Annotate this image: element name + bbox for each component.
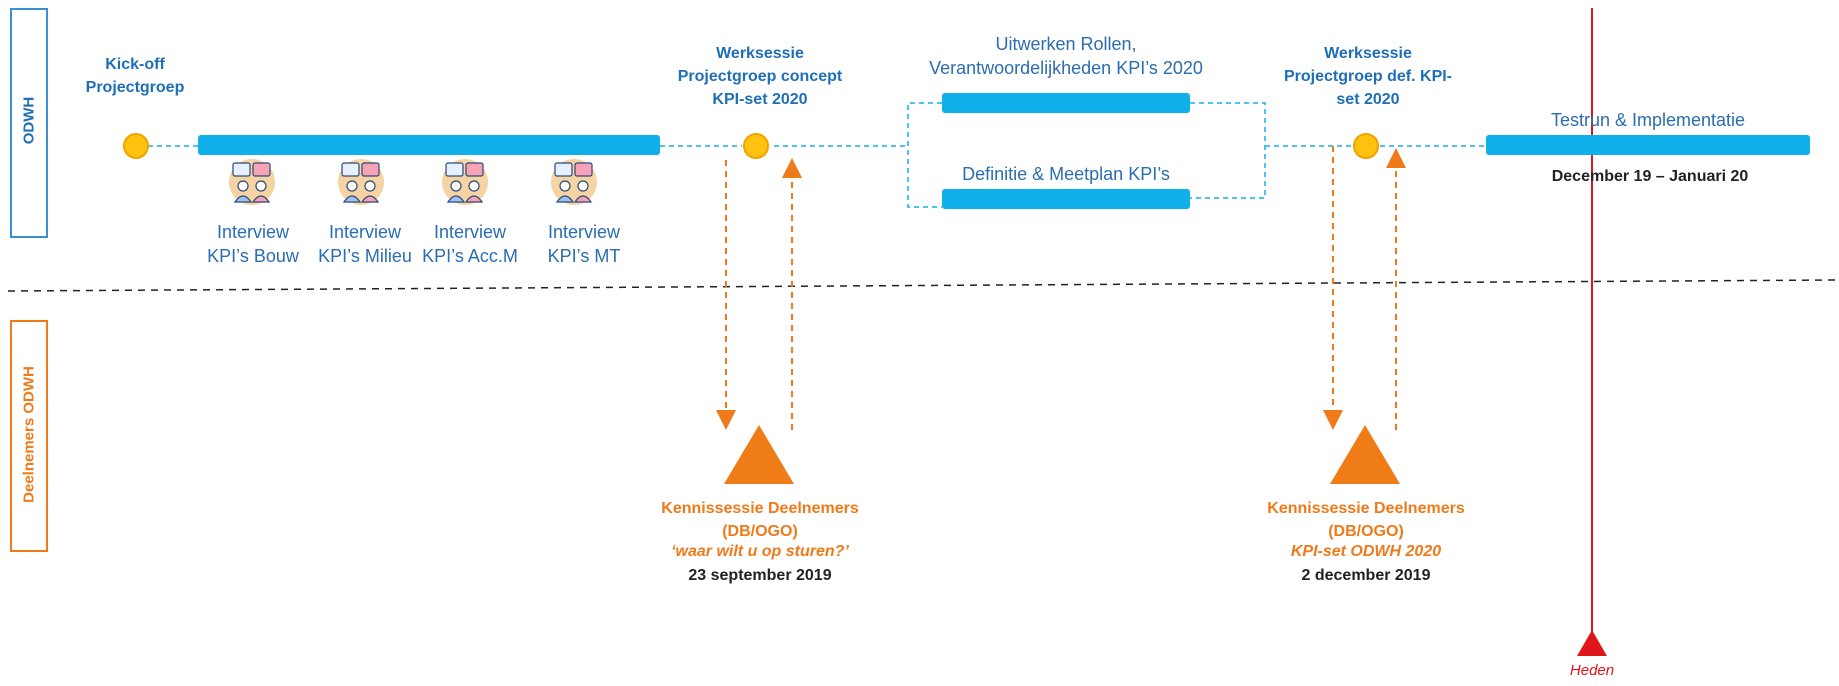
label-line: KPI’s Milieu <box>318 246 412 266</box>
kennissessie-sub: (DB/OGO) <box>1328 523 1404 540</box>
bar-rollen <box>942 93 1190 113</box>
label-line: set 2020 <box>1336 91 1400 108</box>
label-line: Interview <box>547 222 621 242</box>
milestone-kickoff <box>123 133 149 159</box>
label-line: Interview <box>328 222 402 242</box>
task-rollen-label: Uitwerken Rollen, Verantwoordelijkheden … <box>880 32 1252 80</box>
task-testrun-label: Testrun & Implementatie <box>1550 110 1746 130</box>
label-line: KPI’s Acc.M <box>422 246 518 266</box>
label-line: Werksessie <box>1324 45 1412 62</box>
milestone-werksessie-1-label: Werksessie Projectgroep concept KPI-set … <box>650 42 870 111</box>
kennissessie-title: Kennissessie Deelnemers <box>1267 500 1465 517</box>
lane-deelnemers-box <box>10 320 48 552</box>
lane-odwh-box <box>10 8 48 238</box>
kennissessie-theme: ‘waar wilt u op sturen?’ <box>671 543 849 560</box>
label-line: KPI’s Bouw <box>207 246 299 266</box>
interview-icon <box>551 159 597 205</box>
label-line: Interview <box>433 222 507 242</box>
interview-icon <box>338 159 384 205</box>
milestone-werksessie-1 <box>743 133 769 159</box>
milestone-werksessie-2 <box>1353 133 1379 159</box>
kennissessie-triangle-2 <box>1330 425 1400 484</box>
bar-interviews <box>198 135 660 155</box>
bar-definitie <box>942 189 1190 209</box>
task-definitie-label: Definitie & Meetplan KPI’s <box>962 164 1170 184</box>
interview-label: Interview KPI’s Bouw <box>193 220 313 268</box>
label-line: Uitwerken Rollen, <box>995 34 1137 54</box>
kennissessie-date: 23 september 2019 <box>688 567 832 584</box>
interview-label: Interview KPI’s Acc.M <box>405 220 535 268</box>
label-line: Verantwoordelijkheden KPI’s 2020 <box>929 58 1203 78</box>
milestone-kickoff-label: Kick-off Projectgroep <box>70 53 200 99</box>
label-line: Werksessie <box>716 45 804 62</box>
label-line: Projectgroep concept <box>677 68 843 85</box>
kennissessie-triangle-1 <box>724 425 794 484</box>
kennissessie-date: 2 december 2019 <box>1301 567 1431 584</box>
kennissessie-theme: KPI-set ODWH 2020 <box>1290 543 1442 560</box>
kennissessie-sub: (DB/OGO) <box>722 523 798 540</box>
lane-separator <box>7 279 1837 292</box>
interview-label: Interview KPI’s Milieu <box>300 220 430 268</box>
today-triangle <box>1577 630 1607 656</box>
fork-bracket-right <box>1190 102 1266 199</box>
label-line: Interview <box>216 222 290 242</box>
milestone-werksessie-2-label: Werksessie Projectgroep def. KPI- set 20… <box>1258 42 1478 111</box>
kennissessie-title: Kennissessie Deelnemers <box>661 500 859 517</box>
label-line: Projectgroep <box>85 79 185 96</box>
interview-icon <box>229 159 275 205</box>
label-line: Kick-off <box>105 56 165 73</box>
bar-testrun <box>1486 135 1810 155</box>
interview-icon <box>442 159 488 205</box>
task-testrun-date: December 19 – Januari 20 <box>1551 168 1749 185</box>
label-line: KPI’s MT <box>547 246 621 266</box>
interview-label: Interview KPI’s MT <box>524 220 644 268</box>
label-line: KPI-set 2020 <box>712 91 808 108</box>
fork-bracket-left <box>907 102 942 208</box>
label-line: Projectgroep def. KPI- <box>1283 68 1453 85</box>
kennissessie-2-label: Kennissessie Deelnemers (DB/OGO) KPI-set… <box>1226 497 1506 585</box>
kennissessie-1-label: Kennissessie Deelnemers (DB/OGO) ‘waar w… <box>620 497 900 585</box>
today-label: Heden <box>1569 662 1615 679</box>
